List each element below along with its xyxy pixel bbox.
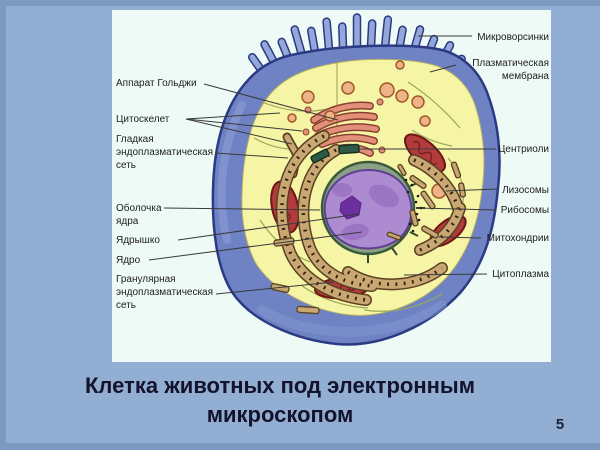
label-cytoskeleton: Цитоскелет [116,114,170,125]
page-number: 5 [555,416,565,433]
nucleolus-shape [339,195,362,220]
label-microvilli: Микроворсинки [477,32,549,43]
label-ribosomes: Рибосомы [500,205,549,216]
label-centrioles: Центриоли [498,144,549,155]
label-golgi-apparatus: Аппарат Гольджи [116,78,197,89]
slide-title: Клетка животных под электронным микроско… [40,371,520,429]
slide-top-edge [0,0,600,6]
label-cytoplasm: Цитоплазма [492,269,549,280]
granular-er-shapes [275,130,466,306]
animal-cell-illustration [148,13,501,346]
label-plasma-membrane: Плазматическая мембрана [472,58,549,82]
centriole-shapes [310,143,360,164]
er-strips-shapes [270,161,467,315]
slide-bottom-edge [0,443,600,450]
slide-title-line1: Клетка животных под электронным [85,373,475,398]
slide-left-edge [0,0,6,450]
label-smooth-er: Гладкая эндоплазматическая сеть [116,134,214,171]
label-granular-er: Гранулярная эндоплазматическая сеть [116,274,214,311]
label-nuclear-envelope: Оболочка ядра [116,203,162,227]
label-mitochondria: Митохондрии [486,233,549,244]
nucleus-shape [323,168,413,250]
leader-lines [148,35,499,295]
ribosome-dots [404,178,423,233]
label-nucleolus: Ядрышко [116,235,160,246]
label-lysosomes: Лизосомы [502,185,549,196]
label-nucleus: Ядро [116,255,141,266]
slide-title-line2: микроскопом [206,402,354,427]
diagram-panel: Аппарат Гольджи Цитоскелет Гладкая эндоп… [112,10,551,362]
